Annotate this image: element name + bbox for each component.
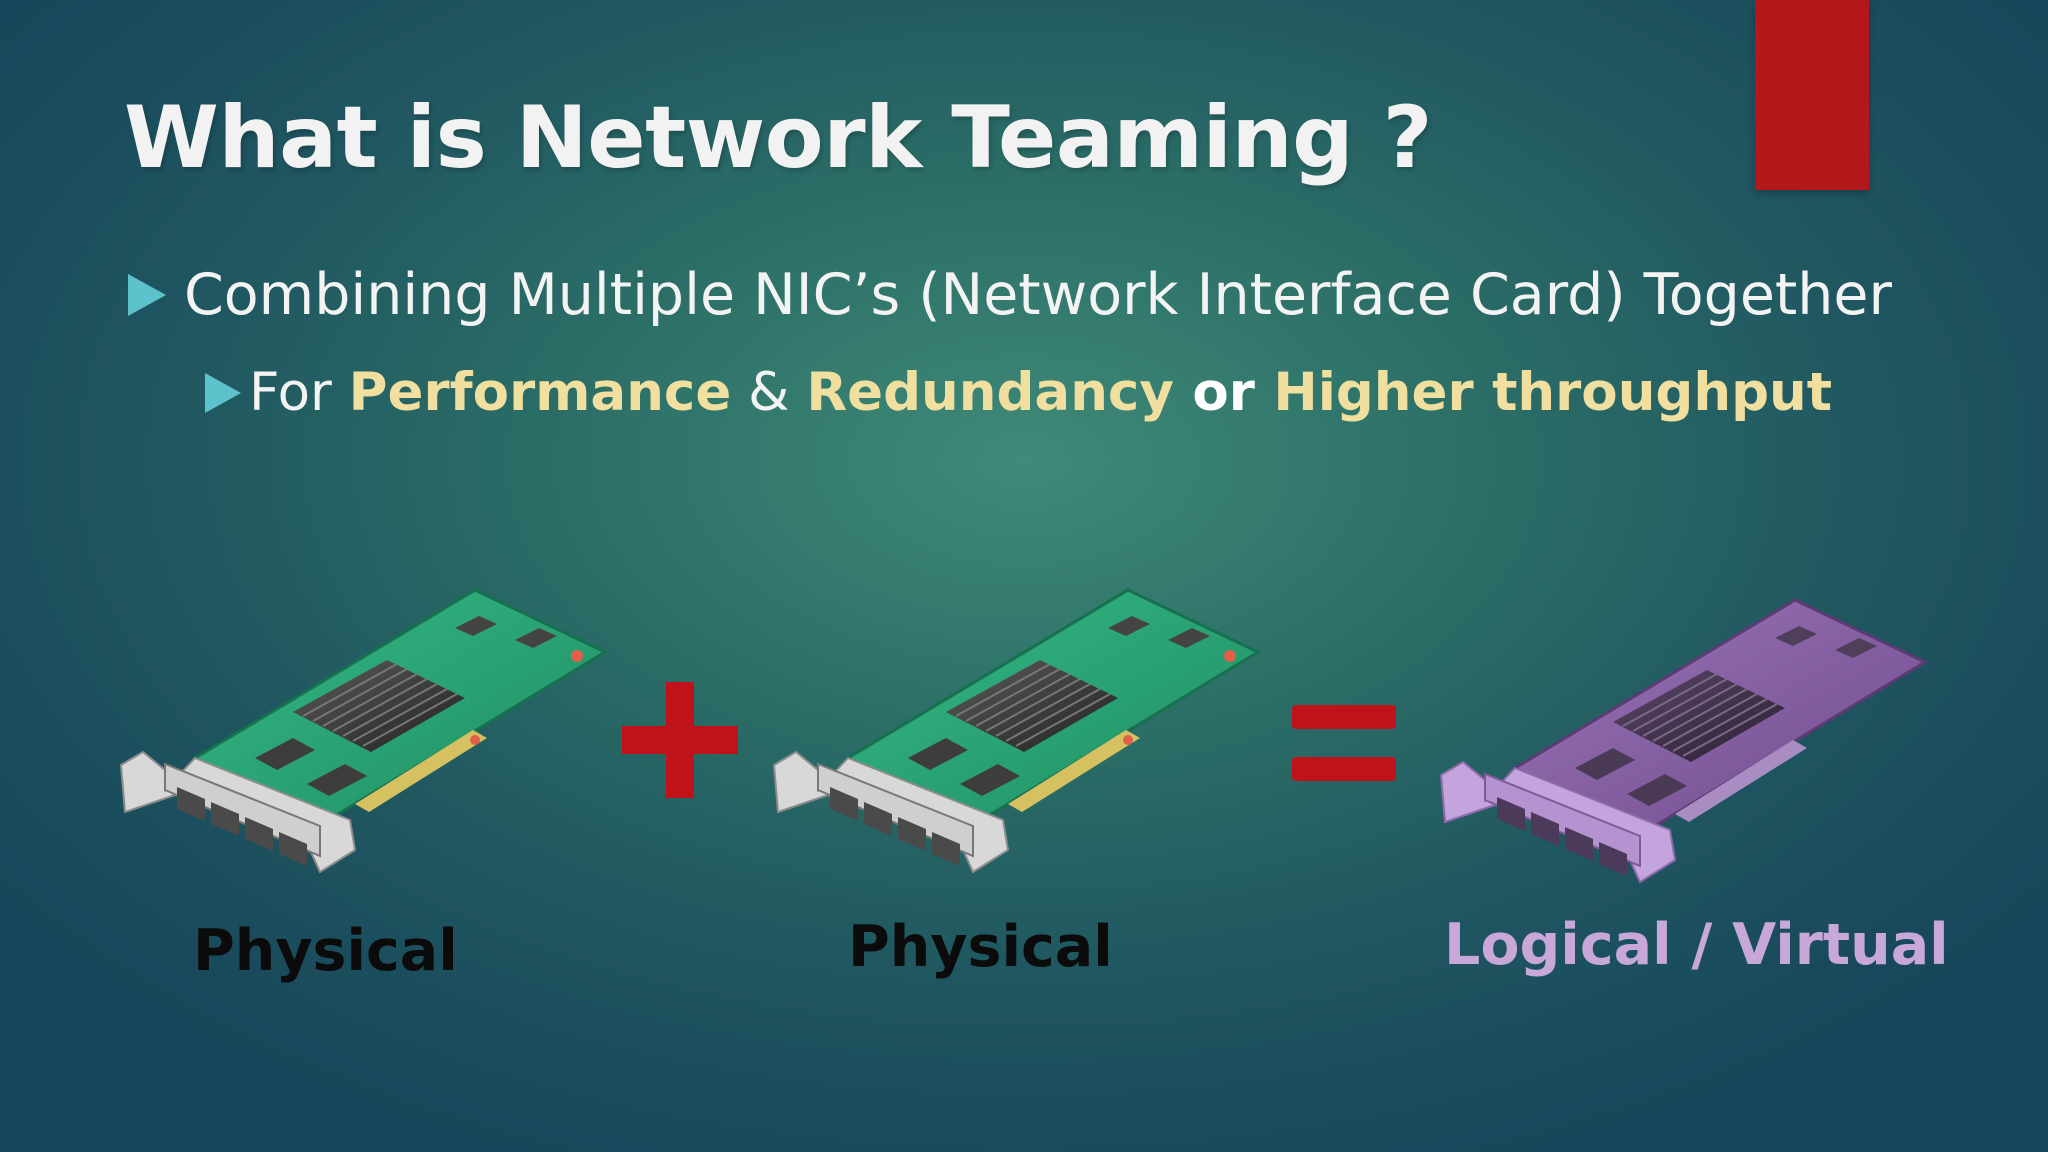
label-physical-1: Physical <box>193 918 458 984</box>
nic-card-icon <box>772 588 1262 874</box>
plus-icon <box>622 682 738 798</box>
nic-card-icon <box>119 588 609 874</box>
highlight-performance: Performance <box>348 362 732 423</box>
bullet-triangle-icon <box>128 274 166 316</box>
label-logical-virtual: Logical / Virtual <box>1444 912 1949 978</box>
equals-icon <box>1292 705 1396 781</box>
bullet-2-or: or <box>1173 362 1274 423</box>
bullet-2: For Performance & Redundancy or Higher t… <box>205 362 1832 423</box>
nic-card-icon <box>1439 598 1929 884</box>
highlight-higher-throughput: Higher throughput <box>1273 362 1833 423</box>
highlight-redundancy: Redundancy <box>806 362 1174 423</box>
accent-bar <box>1755 0 1869 190</box>
sub-bullet-triangle-icon <box>205 372 241 413</box>
slide-title: What is Network Teaming ? <box>124 88 1433 188</box>
bullet-1-text: Combining Multiple NIC’s (Network Interf… <box>184 262 1892 328</box>
label-physical-2: Physical <box>848 914 1113 980</box>
bullet-2-sep1: & <box>731 362 807 423</box>
bullet-1: Combining Multiple NIC’s (Network Interf… <box>128 262 1892 328</box>
bullet-2-prefix: For <box>249 362 349 423</box>
